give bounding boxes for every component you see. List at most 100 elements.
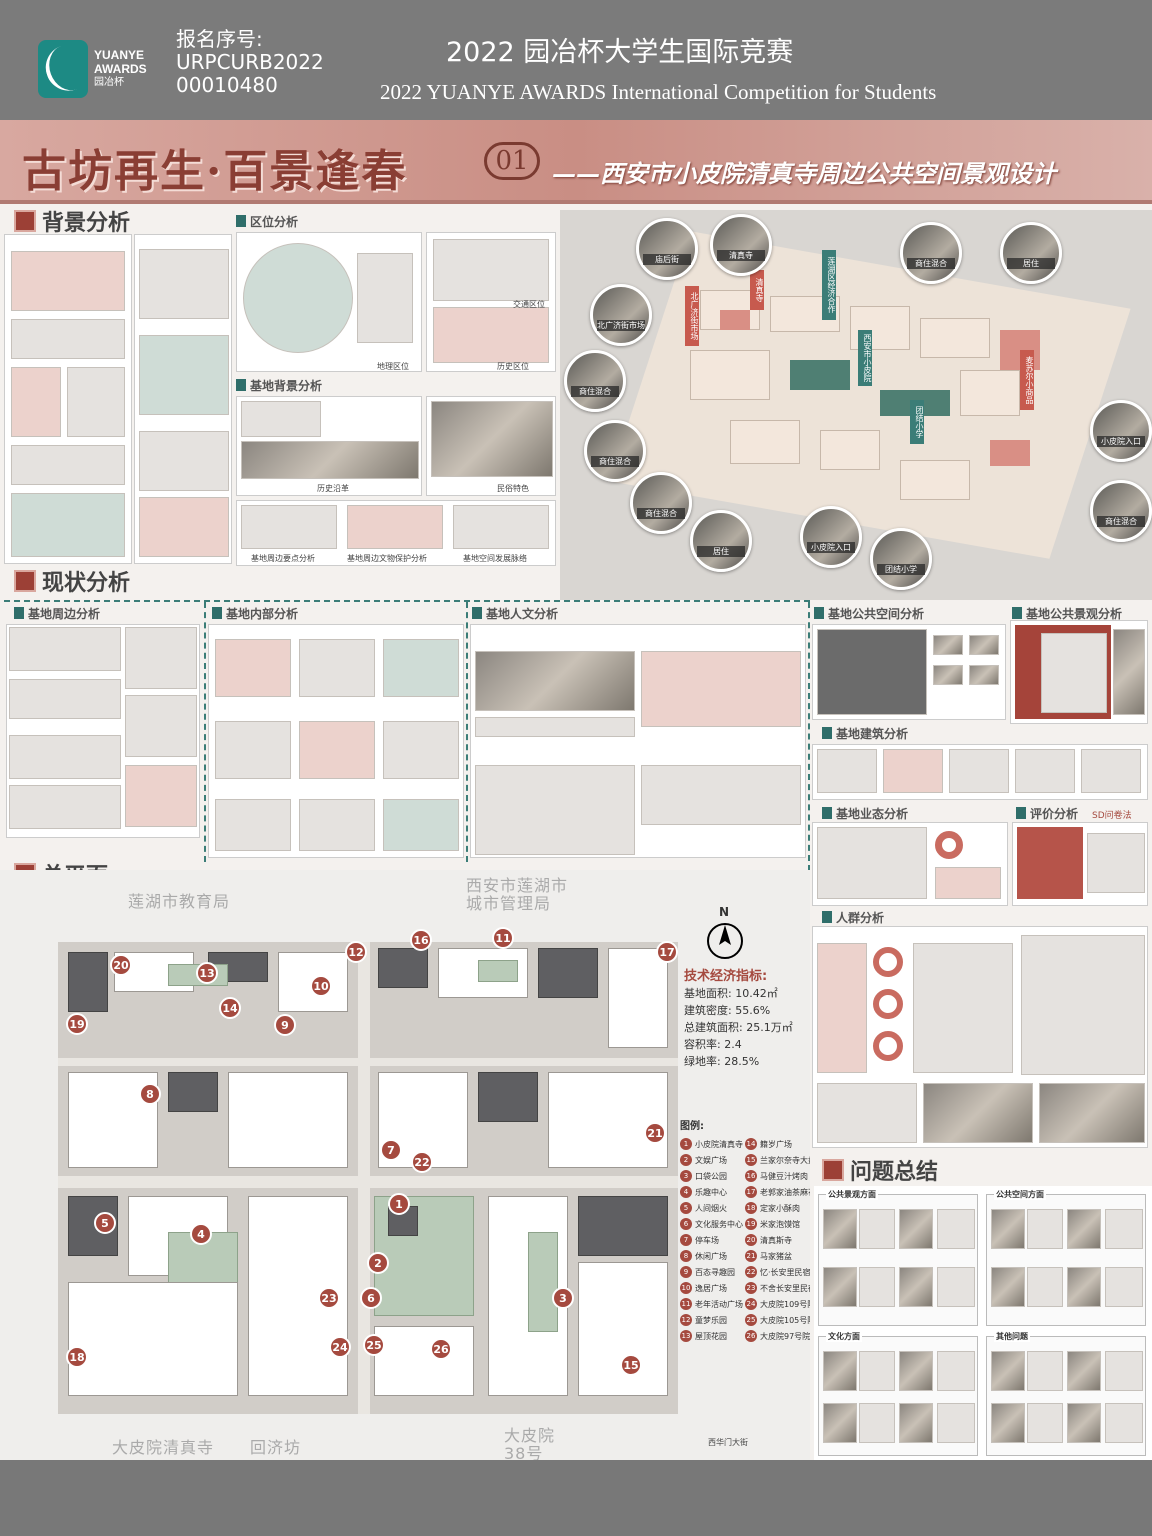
plan-marker[interactable]: 15 <box>620 1354 642 1376</box>
subsection-public-landscape: 基地公共景观分析 <box>1012 604 1122 622</box>
plan-marker[interactable]: 8 <box>139 1083 161 1105</box>
legend-title: 图例: <box>680 1121 704 1132</box>
traffic-location-label: 交通区位 <box>513 300 545 309</box>
tech-green: 绿地率: 28.5% <box>684 1055 760 1068</box>
plan-marker[interactable]: 13 <box>196 962 218 984</box>
legend-item: 23不舍长安里民宿 <box>745 1282 810 1294</box>
footer-bar <box>0 1460 1152 1536</box>
plan-marker[interactable]: 4 <box>190 1223 212 1245</box>
subsection-location-label: 区位分析 <box>250 214 299 229</box>
subsection-mark-icon <box>822 911 832 923</box>
plan-marker[interactable]: 17 <box>656 941 678 963</box>
header: YUANYE AWARDS 园冶杯 报名序号: URPCURB2022 0001… <box>0 0 1152 120</box>
plan-marker[interactable]: 20 <box>110 954 132 976</box>
public-landscape-panel <box>1010 620 1148 724</box>
aerial-tag: 北广济街市场 <box>685 286 699 346</box>
legend-label: 马家猪盆 <box>760 1251 792 1261</box>
plan-marker[interactable]: 16 <box>410 929 432 951</box>
legend-row: 10逸居广场23不舍长安里民宿 <box>680 1280 810 1296</box>
problem-landscape-label: 公共景观方面 <box>826 1189 878 1200</box>
subsection-interior: 基地内部分析 <box>212 604 298 622</box>
legend-number: 25 <box>745 1314 757 1326</box>
plan-marker[interactable]: 26 <box>430 1338 452 1360</box>
context-label: 大皮院 <box>504 1426 556 1445</box>
subsection-surroundings-label: 基地周边分析 <box>28 606 101 621</box>
aerial-photo-bubble: 商住混合 <box>900 222 962 284</box>
subsection-location: 区位分析 <box>236 212 298 230</box>
logo-name: YUANYE <box>94 48 145 62</box>
legend-number: 16 <box>745 1170 757 1182</box>
legend-number: 19 <box>745 1218 757 1230</box>
aerial-tag: 团结小学 <box>910 400 924 444</box>
subsection-mark-icon <box>14 607 24 619</box>
subsection-mark-icon <box>822 807 832 819</box>
aerial-photo-bubble: 商住混合 <box>564 350 626 412</box>
plan-marker[interactable]: 1 <box>388 1193 410 1215</box>
subsection-mark-icon <box>814 607 824 619</box>
tech-far: 容积率: 2.4 <box>684 1038 742 1051</box>
legend-label: 米家泡馍馆 <box>760 1219 800 1229</box>
section-background-label: 背景分析 <box>42 211 131 236</box>
plan-marker[interactable]: 7 <box>380 1139 402 1161</box>
legend-number: 9 <box>680 1266 692 1278</box>
plan-marker[interactable]: 18 <box>66 1346 88 1368</box>
plan-marker[interactable]: 19 <box>66 1013 88 1035</box>
history-evolution-label: 历史沿革 <box>317 484 349 493</box>
competition-title-cn: 2022 园冶杯大学生国际竞赛 <box>446 37 794 68</box>
plan-marker[interactable]: 5 <box>94 1212 116 1234</box>
plan-marker[interactable]: 3 <box>552 1287 574 1309</box>
plan-marker[interactable]: 12 <box>345 941 367 963</box>
plan-marker[interactable]: 9 <box>274 1014 296 1036</box>
tech-floor-area: 总建筑面积: 25.1万㎡ <box>684 1021 793 1034</box>
legend-number: 23 <box>745 1282 757 1294</box>
subsection-mark-icon <box>822 727 832 739</box>
building-panel <box>812 744 1148 800</box>
plan-marker[interactable]: 6 <box>360 1287 382 1309</box>
legend-label: 口袋公园 <box>695 1171 727 1181</box>
section-mark-icon <box>14 570 36 592</box>
legend-label: 大皮院97号院 <box>760 1331 810 1341</box>
legend-label: 童梦乐园 <box>695 1315 727 1325</box>
plan-marker[interactable]: 11 <box>492 927 514 949</box>
subsection-base-background: 基地背景分析 <box>236 376 322 394</box>
legend-number: 26 <box>745 1330 757 1342</box>
context-label: 莲湖市教育局 <box>128 892 231 911</box>
plan-marker[interactable]: 21 <box>644 1122 666 1144</box>
section-mark-icon <box>14 210 36 232</box>
aerial-photo-bubble: 庙后街 <box>636 218 698 280</box>
legend-label: 小皮院清真寺 <box>695 1139 743 1149</box>
plan-marker[interactable]: 14 <box>219 997 241 1019</box>
legend-number: 4 <box>680 1186 692 1198</box>
legend-label: 乐趣中心 <box>695 1187 727 1197</box>
plan-marker[interactable]: 22 <box>411 1151 433 1173</box>
aerial-photo-bubble: 商住混合 <box>630 472 692 534</box>
subsection-crowd: 人群分析 <box>822 908 884 926</box>
reg-code-1: URPCURB2022 <box>176 50 324 74</box>
project-title: 古坊再生·百景逢春 <box>22 146 408 197</box>
subsection-evaluation: 评价分析 <box>1016 804 1078 822</box>
legend-number: 21 <box>745 1250 757 1262</box>
legend-number: 14 <box>745 1138 757 1150</box>
plan-marker[interactable]: 25 <box>363 1334 385 1356</box>
legend-label: 人间烟火 <box>695 1203 727 1213</box>
problem-culture-box <box>818 1336 978 1456</box>
plan-marker[interactable]: 10 <box>310 975 332 997</box>
legend-number: 7 <box>680 1234 692 1246</box>
yuanye-logo: YUANYE AWARDS 园冶杯 <box>38 40 158 98</box>
subsection-building: 基地建筑分析 <box>822 724 908 742</box>
plan-marker[interactable]: 2 <box>367 1252 389 1274</box>
legend-label: 兰家尔奈寺大盘鸡 <box>760 1155 810 1165</box>
public-space-panel <box>812 624 1006 720</box>
legend-label: 大皮院109号院 <box>760 1299 810 1309</box>
folk-features-label: 民俗特色 <box>497 484 529 493</box>
evaluation-panel <box>1012 822 1148 906</box>
plan-marker[interactable]: 23 <box>318 1287 340 1309</box>
legend-item: 17老郭家油茶麻花 <box>745 1186 810 1198</box>
plan-marker[interactable]: 24 <box>329 1336 351 1358</box>
